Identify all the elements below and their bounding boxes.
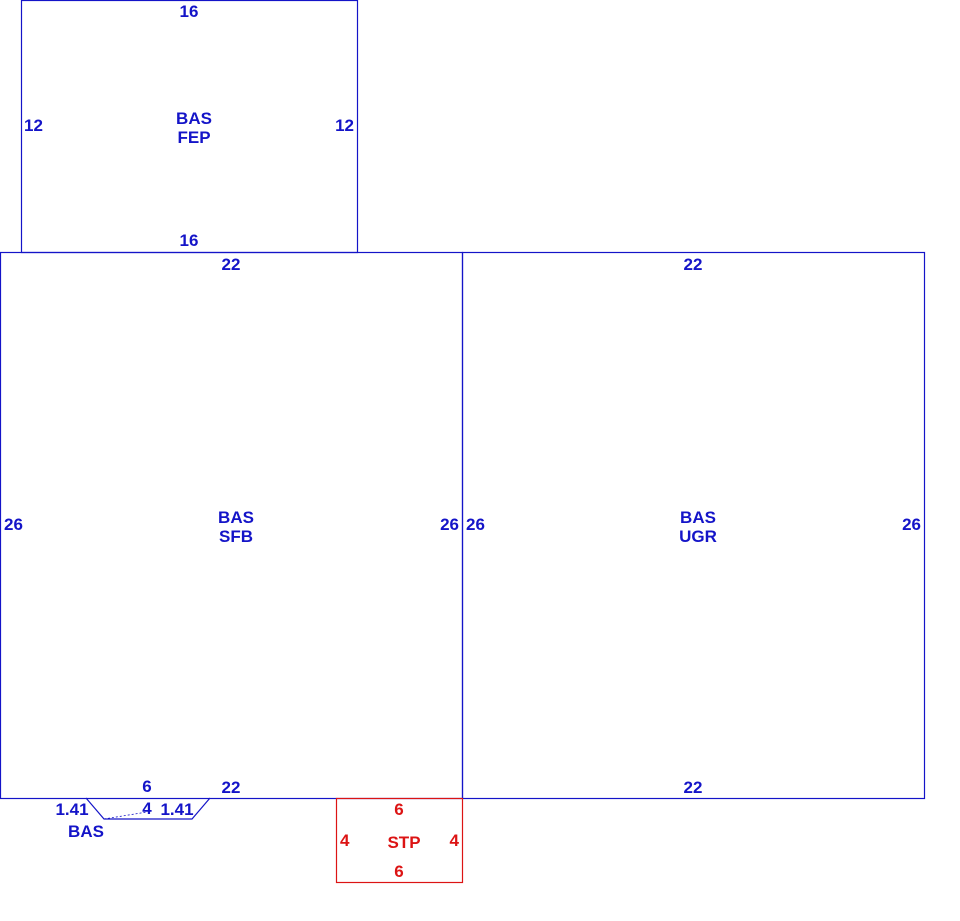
fep-dim-bottom: 16 <box>180 231 199 250</box>
bay-area-outline <box>85 797 211 820</box>
ugr-dim-right: 26 <box>902 515 921 534</box>
fep-dim-right: 12 <box>335 116 354 135</box>
sfb-label-line1: BAS <box>218 508 254 527</box>
ugr-dim-bottom: 22 <box>684 778 703 797</box>
ugr-label-line1: BAS <box>680 508 716 527</box>
stp-dim-bottom: 6 <box>394 862 403 881</box>
fep-dim-top: 16 <box>180 2 199 21</box>
bay-dotted-guide <box>103 811 148 820</box>
stp-area-outline <box>335 797 464 884</box>
stp-label: STP <box>387 833 420 852</box>
bay-dim-right: 1.41 <box>160 800 193 819</box>
sfb-dim-left: 26 <box>4 515 23 534</box>
bay-dim-bottom: 4 <box>142 799 152 818</box>
stp-dim-left: 4 <box>340 831 350 850</box>
ugr-dim-left: 26 <box>466 515 485 534</box>
ugr-label-line2: UGR <box>679 527 717 546</box>
bay-dim-top: 6 <box>142 777 151 796</box>
sfb-dim-bottom: 22 <box>222 778 241 797</box>
sfb-dim-right: 26 <box>440 515 459 534</box>
bay-dim-left: 1.41 <box>55 800 88 819</box>
fep-label-line1: BAS <box>176 109 212 128</box>
fep-dim-left: 12 <box>24 116 43 135</box>
ugr-dim-top: 22 <box>684 255 703 274</box>
stp-dim-right: 4 <box>450 831 460 850</box>
ugr-area-outline <box>461 251 926 800</box>
fep-label-line2: FEP <box>177 128 210 147</box>
stp-dim-top: 6 <box>394 800 403 819</box>
sfb-label-line2: SFB <box>219 527 253 546</box>
bay-label: BAS <box>68 822 104 841</box>
sfb-dim-top: 22 <box>222 255 241 274</box>
